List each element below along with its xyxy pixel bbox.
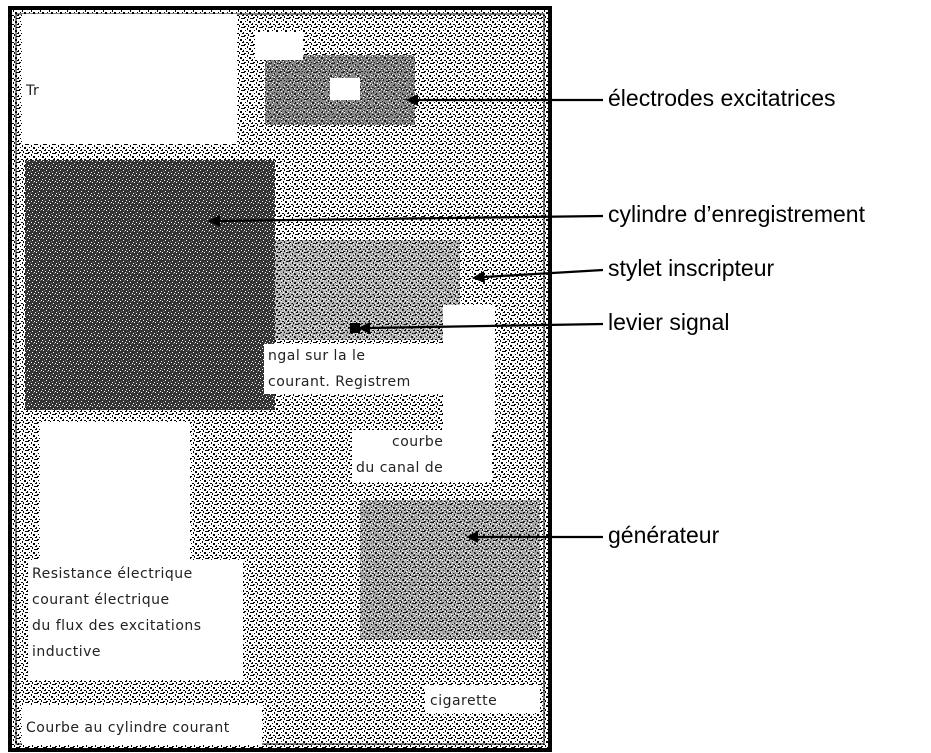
inner-label-e1: cigarette (430, 693, 497, 709)
inner-label-b1: ngal sur la le (268, 348, 365, 364)
label-electrodes: électrodes excitatrices (608, 85, 836, 111)
inner-label-c1: courbe (392, 434, 443, 450)
inner-label-d2: courant électrique (32, 592, 170, 608)
inner-label-b2: courant. Registrem (268, 374, 411, 390)
inner-label-d4: inductive (32, 644, 101, 660)
callout-labels: électrodes excitatrices cylindre d’enreg… (608, 85, 866, 548)
inner-label-a1: Tr (25, 83, 39, 99)
inner-label-d1: Resistance électrique (32, 566, 193, 582)
inner-label-c2: du canal de (356, 460, 443, 476)
label-stylus: stylet inscripteur (608, 255, 775, 281)
label-lever: levier signal (608, 309, 729, 335)
inner-label-f1: Courbe au cylindre courant (26, 720, 230, 736)
label-cylinder: cylindre d’enregistrement (608, 201, 866, 227)
label-generator: générateur (608, 522, 720, 548)
inner-label-d3: du flux des excitations (32, 618, 202, 634)
